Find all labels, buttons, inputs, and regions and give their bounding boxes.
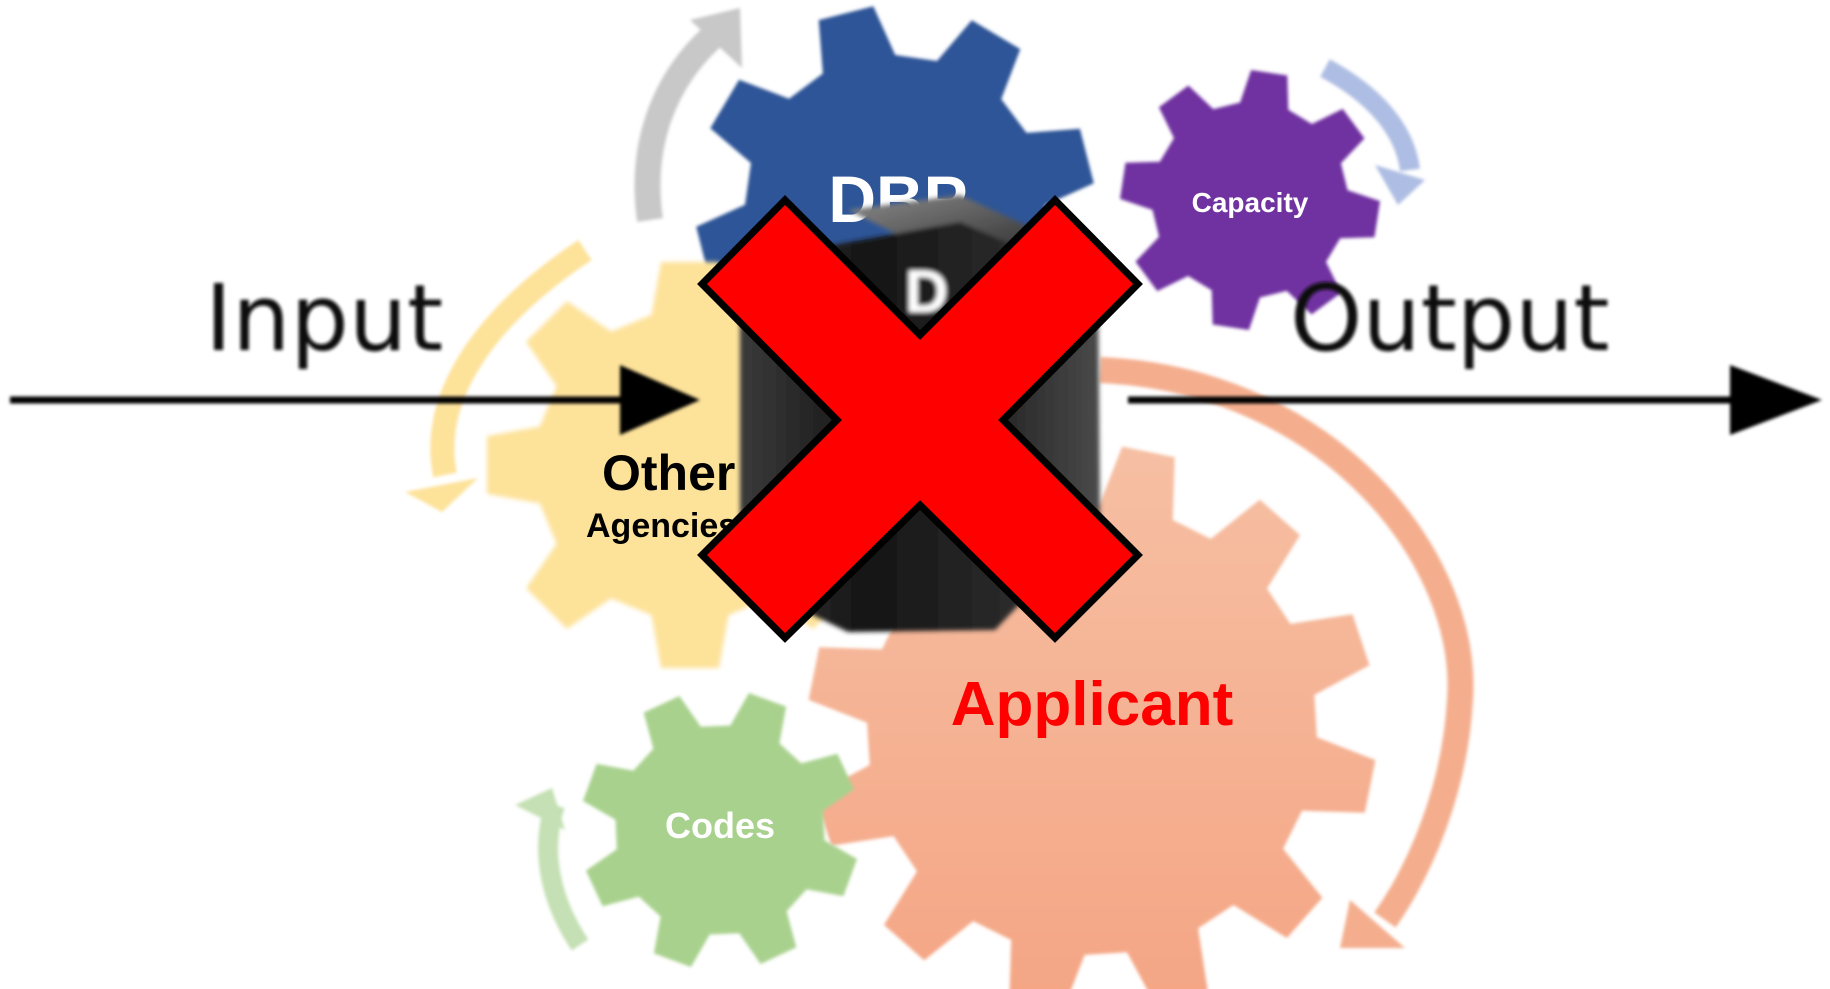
codes-gear-shape [583, 693, 857, 967]
capacity-rotation-arrowhead [1375, 165, 1425, 205]
applicant-rotation-arrowhead [1340, 900, 1405, 948]
input-flow-arrowhead [620, 365, 700, 435]
output-flow-arrowhead [1730, 365, 1822, 435]
dbp-rotation-arrow [634, 20, 729, 222]
dbp-rotation-arrowhead [690, 8, 742, 68]
other-agencies-gear-label: Other [602, 445, 735, 501]
codes-gear [583, 693, 857, 967]
output-label: Output [1290, 265, 1610, 372]
applicant-rotation-arrow [1099, 357, 1474, 928]
codes-rotation-arrowhead [515, 788, 565, 830]
capacity-gear-label: Capacity [1192, 187, 1309, 218]
capacity-gear [1120, 70, 1380, 330]
other-rotation-arrow [430, 240, 592, 478]
capacity-rotation-arrow [1320, 59, 1420, 172]
input-label: Input [205, 265, 443, 372]
codes-rotation-arrow [538, 801, 589, 951]
other-agencies-gear-sublabel: Agencies [586, 507, 737, 545]
codes-gear-label: Codes [665, 805, 775, 846]
applicant-gear-label: Applicant [951, 670, 1233, 739]
red-x-icon [697, 195, 1143, 643]
other-rotation-arrowhead [405, 478, 478, 512]
capacity-gear-shape [1120, 70, 1380, 330]
